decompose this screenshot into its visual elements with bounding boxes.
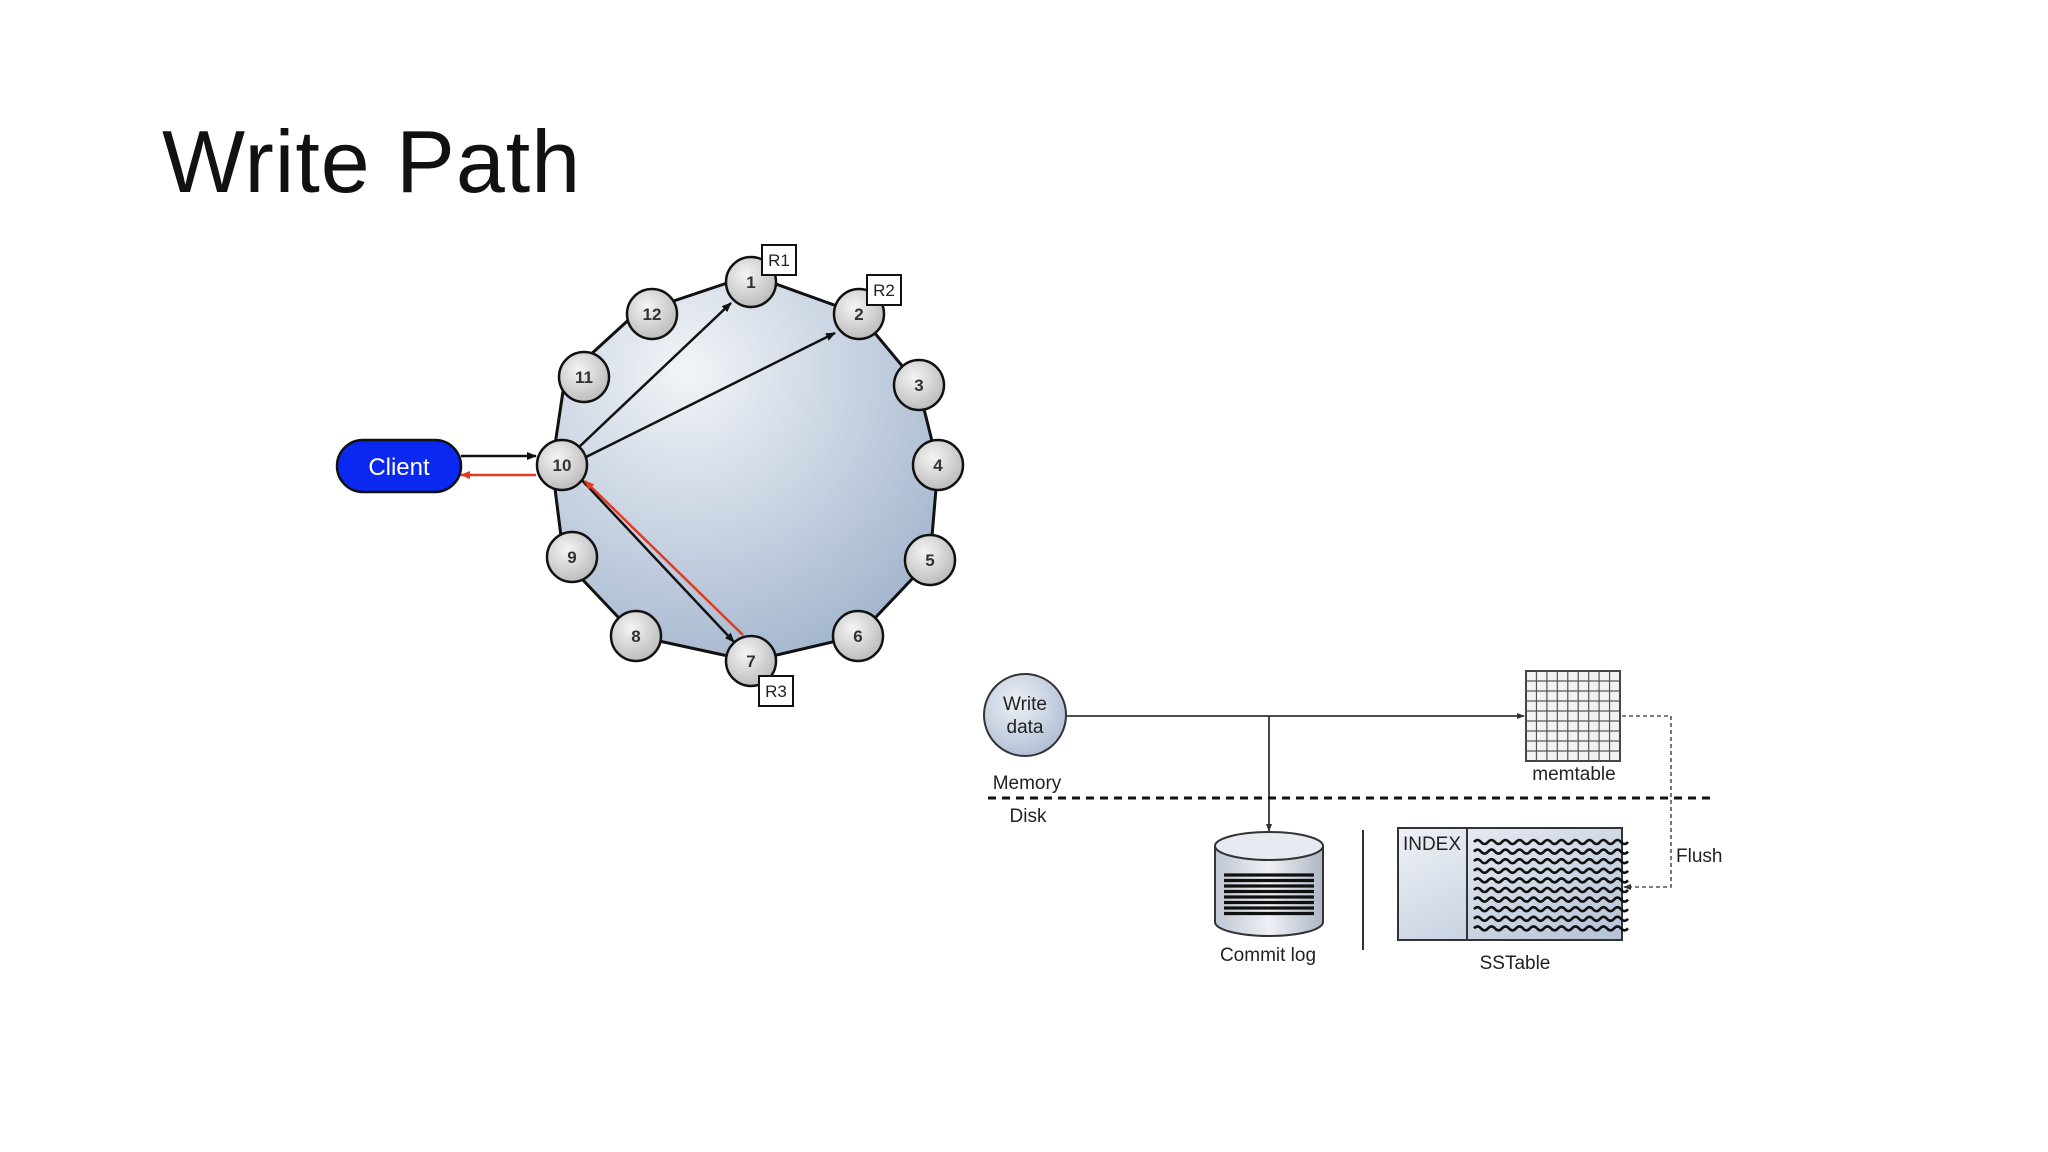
ring-node-9: 9 (545, 530, 599, 584)
sstable-wave-line (1473, 905, 1629, 913)
ring-node-4: 4 (911, 438, 965, 492)
ring-node-8: 8 (609, 609, 663, 663)
memory-label: Memory (993, 773, 1062, 794)
index-label: INDEX (1403, 834, 1461, 855)
ring-body (550, 273, 940, 663)
ring-node-label: 4 (933, 456, 943, 475)
sstable-wave-line (1473, 886, 1629, 894)
memtable-grid (1525, 670, 1621, 762)
ring-node-11: 11 (557, 350, 611, 404)
sstable-wave-line (1473, 877, 1629, 884)
sstable-wave-line (1473, 925, 1629, 932)
ring-node-label: 1 (746, 273, 755, 292)
sstable-wave-line (1473, 857, 1629, 865)
replica-tag-r3: R3 (758, 675, 794, 707)
token-ring: Client 1 2 3 4 5 6 7 8 9 10 11 12 R1 R2 … (335, 244, 965, 707)
slide-title: Write Path (162, 112, 582, 211)
write-data-node: Write data (983, 673, 1067, 757)
replica-tag-r2: R2 (866, 274, 902, 306)
ring-node-12: 12 (625, 287, 679, 341)
ring-node-label: 9 (567, 548, 576, 567)
ring-node-label: 11 (575, 368, 593, 387)
client-node: Client (335, 438, 463, 494)
ring-node-label: 7 (746, 652, 755, 671)
ring-node-3: 3 (892, 358, 946, 412)
svg-text:R2: R2 (873, 281, 895, 300)
svg-text:Write: Write (1003, 694, 1047, 715)
ring-node-7: 7 (724, 634, 778, 688)
ring-node-label: 5 (925, 551, 934, 570)
sstable-wave-line (1473, 838, 1629, 846)
svg-text:R3: R3 (765, 682, 787, 701)
flush-label: Flush (1676, 846, 1722, 867)
replica-arrow-r1 (577, 302, 732, 449)
svg-text:data: data (1007, 717, 1044, 738)
ring-node-6: 6 (831, 609, 885, 663)
write-path-diagram: Write data Memory Disk memtable Commit l… (983, 670, 1722, 974)
ring-node-label: 8 (631, 627, 640, 646)
ring-node-label: 2 (854, 305, 863, 324)
disk-label: Disk (1010, 806, 1047, 827)
replica-arrow-r3 (577, 475, 735, 643)
ring-node-label: 3 (914, 376, 923, 395)
ring-node-5: 5 (903, 533, 957, 587)
memtable-label: memtable (1532, 764, 1615, 785)
ring-node-label: 6 (853, 627, 862, 646)
sstable-box: INDEX (1397, 827, 1629, 941)
sstable-wave-line (1473, 915, 1629, 923)
commit-log-cylinder (1214, 831, 1324, 937)
ring-node-10: 10 (535, 438, 589, 492)
flush-arrow (1622, 715, 1672, 890)
ring-node-label: 10 (553, 456, 572, 475)
sstable-wave-line (1473, 848, 1629, 855)
svg-text:R1: R1 (768, 251, 790, 270)
ring-node-label: 12 (643, 305, 662, 324)
sstable-wave-line (1473, 896, 1629, 903)
sstable-label: SSTable (1480, 953, 1551, 974)
sstable-wave-line (1473, 867, 1629, 875)
replica-tag-r1: R1 (761, 244, 797, 276)
commit-log-label: Commit log (1220, 945, 1316, 966)
replica-ack-arrow-r3 (584, 480, 744, 636)
client-label: Client (368, 454, 430, 481)
replica-arrow-r2 (583, 331, 836, 460)
